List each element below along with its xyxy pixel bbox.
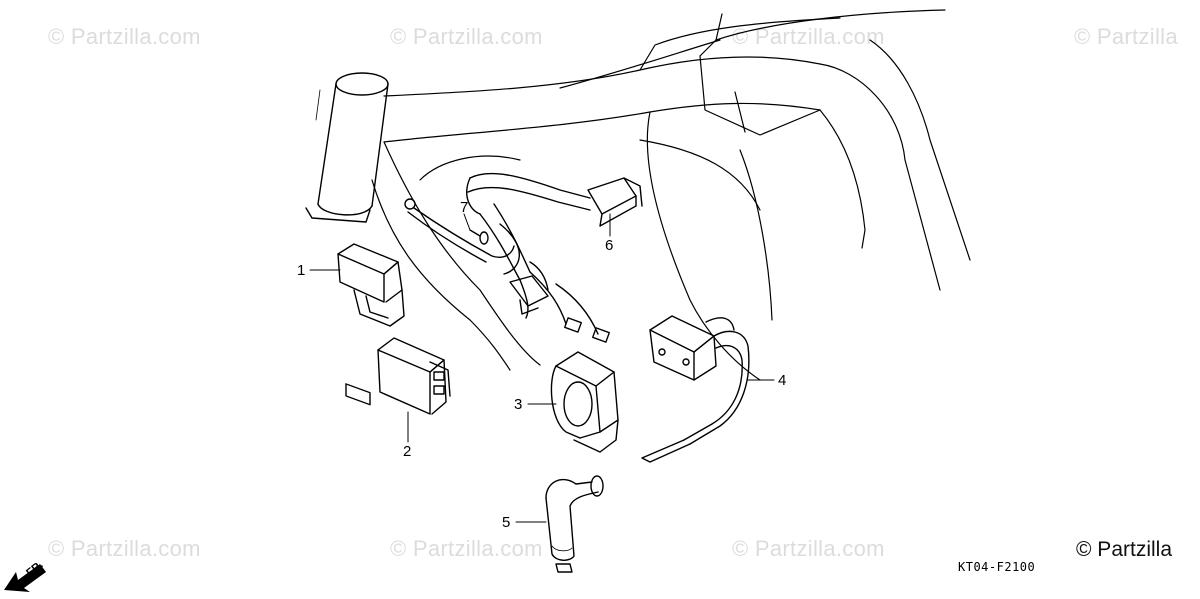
brand-label: © Partzilla xyxy=(1076,538,1172,561)
callout-5: 5 xyxy=(502,514,511,531)
watermark-edge: © Partzilla xyxy=(1074,24,1178,49)
part-1-cdi-unit xyxy=(337,243,405,406)
frame-outline xyxy=(371,9,971,381)
part-6-wire-harness xyxy=(466,172,643,343)
watermark: © Partzilla.com xyxy=(48,24,201,49)
callout-4: 4 xyxy=(778,372,787,389)
callout-2: 2 xyxy=(403,443,412,460)
part-7-ground-wire xyxy=(404,198,515,263)
leader-lines xyxy=(309,213,775,523)
part-3-coil-clamp xyxy=(550,351,619,453)
handlebar-grip xyxy=(305,72,389,223)
callout-6: 6 xyxy=(605,237,614,254)
watermark: © Partzilla.com xyxy=(732,24,885,49)
part-2-regulator xyxy=(377,337,451,415)
callout-1: 1 xyxy=(297,262,306,279)
watermark: © Partzilla.com xyxy=(48,536,201,561)
diagram-code: KT04-F2100 xyxy=(958,560,1036,574)
watermark: © Partzilla.com xyxy=(390,24,543,49)
watermark: © Partzilla.com xyxy=(732,536,885,561)
callout-3: 3 xyxy=(514,396,523,413)
part-4-ignition-coil xyxy=(641,315,750,463)
front-direction-arrow-icon xyxy=(4,564,46,592)
callout-7: 7 xyxy=(460,199,469,216)
watermark: © Partzilla.com xyxy=(390,536,543,561)
part-5-plug-cap xyxy=(545,475,604,573)
